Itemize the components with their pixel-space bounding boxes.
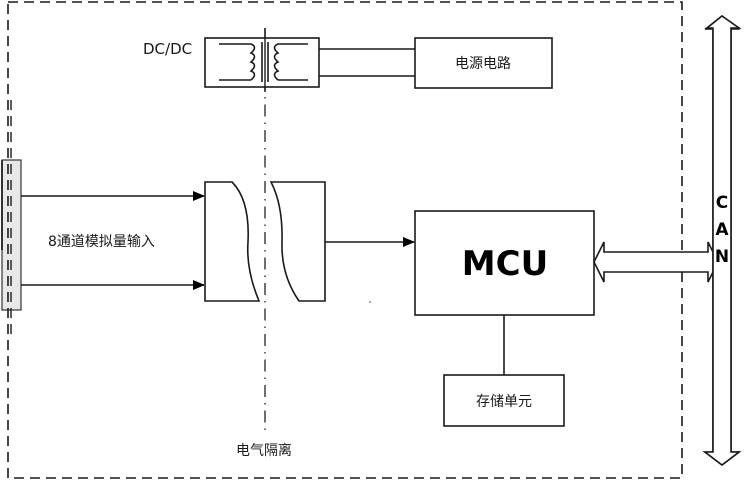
isolator-right-half xyxy=(269,181,326,302)
isolation-label: 电气隔离 xyxy=(236,442,292,459)
can-letter-c: C xyxy=(716,193,728,213)
dcdc-transformer xyxy=(204,37,320,88)
module-boundary xyxy=(7,1,683,479)
dcdc-label: DC/DC xyxy=(143,40,192,58)
isolator-left-half xyxy=(204,181,261,302)
storage-block xyxy=(443,374,565,427)
mcu-label: MCU xyxy=(462,244,548,284)
input-label: 8通道模拟量输入 xyxy=(48,234,155,250)
power-circuit-block xyxy=(414,37,553,89)
can-letter-n: N xyxy=(715,247,729,267)
power-circuit-label: 电源电路 xyxy=(455,56,511,72)
can-letter-a: A xyxy=(715,220,729,240)
storage-label: 存储单元 xyxy=(476,394,532,410)
mcu-can-double-arrow xyxy=(593,241,719,283)
